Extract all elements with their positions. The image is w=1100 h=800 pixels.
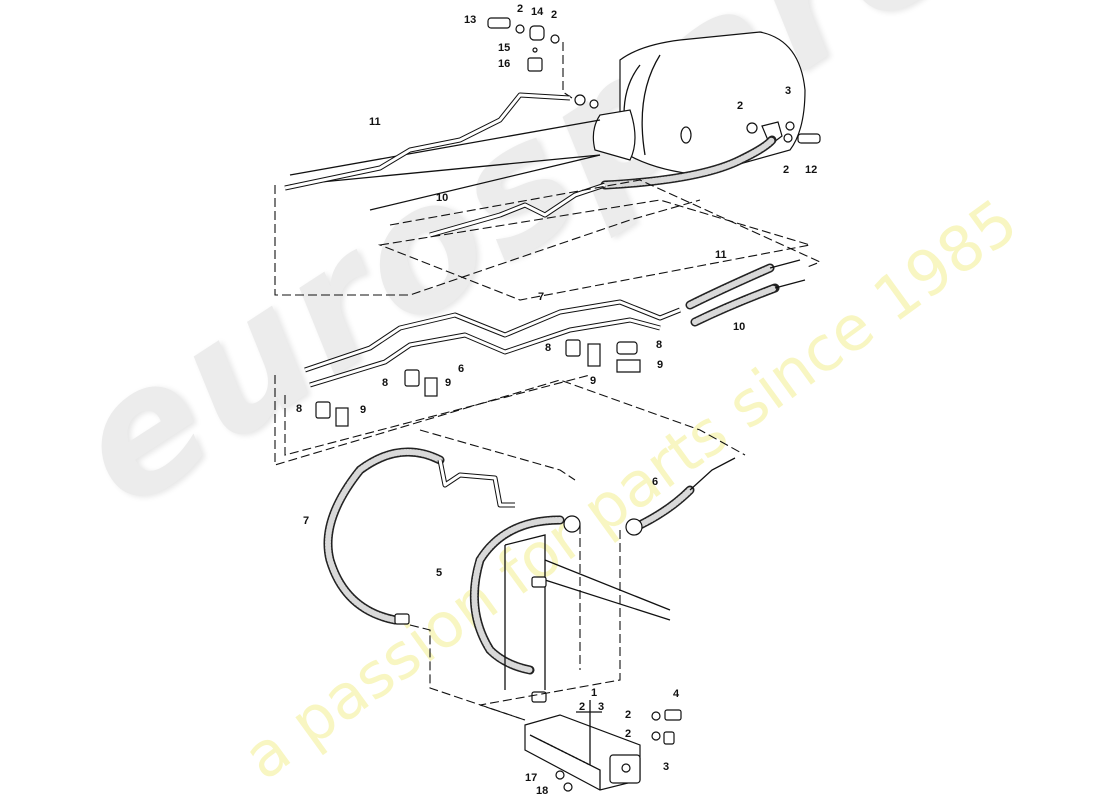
callout-2: 2 — [783, 164, 790, 176]
callout-2: 2 — [737, 100, 744, 112]
callout-7: 7 — [303, 515, 310, 527]
callout-15: 15 — [498, 42, 511, 54]
callout-8: 8 — [382, 377, 389, 389]
callout-3: 3 — [598, 701, 605, 713]
callout-2: 2 — [579, 701, 586, 713]
callout-6: 6 — [652, 476, 659, 488]
callout-17: 17 — [525, 772, 538, 784]
callout-5: 5 — [436, 567, 443, 579]
callout-2: 2 — [551, 9, 558, 21]
oil-cooler — [524, 714, 641, 791]
callout-7: 7 — [538, 291, 545, 303]
callout-14: 14 — [531, 6, 544, 18]
callout-2: 2 — [625, 728, 632, 740]
clamps-brackets — [315, 339, 641, 427]
callout-8: 8 — [296, 403, 303, 415]
callout-2: 2 — [517, 3, 524, 15]
callout-9: 9 — [360, 404, 367, 416]
callout-1: 1 — [591, 687, 598, 699]
callout-2: 2 — [625, 709, 632, 721]
callout-13: 13 — [464, 14, 477, 26]
oil-tank — [289, 31, 806, 211]
callout-12: 12 — [805, 164, 818, 176]
callout-10: 10 — [436, 192, 449, 204]
top-fittings — [487, 17, 599, 109]
callout-11: 11 — [715, 249, 727, 261]
callout-18: 18 — [536, 785, 549, 797]
tank-right-fittings — [746, 121, 821, 146]
callout-9: 9 — [657, 359, 664, 371]
callout-16: 16 — [498, 58, 511, 70]
callout-6: 6 — [458, 363, 465, 375]
callout-3: 3 — [785, 85, 792, 97]
callout-8: 8 — [656, 339, 663, 351]
callout-11: 11 — [369, 116, 381, 128]
callout-3: 3 — [663, 761, 670, 773]
callout-8: 8 — [545, 342, 552, 354]
callout-10: 10 — [733, 321, 746, 333]
callout-9: 9 — [445, 377, 452, 389]
callout-4: 4 — [673, 688, 680, 700]
callout-9: 9 — [590, 375, 597, 387]
